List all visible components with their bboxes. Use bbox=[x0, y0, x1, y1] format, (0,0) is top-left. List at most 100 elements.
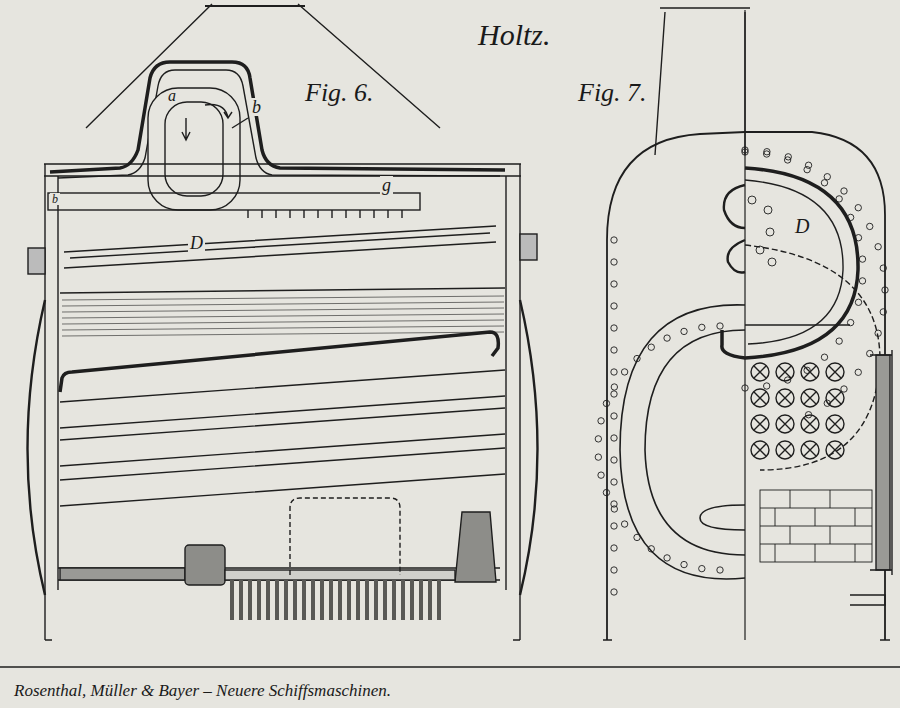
hole bbox=[768, 258, 776, 266]
tube-end bbox=[751, 441, 769, 459]
bottom-flange bbox=[603, 639, 890, 640]
rivet bbox=[648, 344, 654, 350]
part-letter: a bbox=[168, 88, 176, 104]
rivet bbox=[681, 328, 687, 334]
dome-plate bbox=[50, 62, 505, 172]
bolt bbox=[28, 248, 45, 274]
source-caption: Rosenthal, Müller & Bayer – Neuere Schif… bbox=[14, 682, 391, 699]
rivet bbox=[742, 147, 748, 153]
hole bbox=[756, 246, 764, 254]
dead-plate bbox=[225, 570, 455, 580]
part-letter: D bbox=[793, 216, 811, 236]
rivet bbox=[847, 319, 853, 325]
grate-bar bbox=[311, 580, 315, 620]
tube-end bbox=[776, 415, 794, 433]
rivet bbox=[634, 355, 640, 361]
rivet bbox=[875, 330, 881, 336]
leg bbox=[45, 639, 520, 640]
grate-bar bbox=[230, 580, 234, 620]
rivet bbox=[681, 561, 687, 567]
rivet bbox=[824, 400, 830, 406]
tube-end bbox=[801, 389, 819, 407]
loop-tube-inner bbox=[165, 102, 223, 196]
rivet bbox=[880, 265, 886, 271]
rivet bbox=[603, 400, 609, 406]
rivet bbox=[611, 435, 617, 441]
rivet-rows bbox=[595, 147, 888, 595]
loop-tube bbox=[148, 88, 240, 210]
rivet bbox=[805, 412, 811, 418]
rivet bbox=[867, 223, 873, 229]
rule bbox=[0, 666, 900, 668]
water-hatch bbox=[62, 296, 504, 336]
rivet bbox=[875, 244, 881, 250]
figure-label: Fig. 7. bbox=[578, 80, 647, 106]
figure-label: Fig. 6. bbox=[305, 80, 374, 106]
tube-end bbox=[801, 441, 819, 459]
rivet bbox=[611, 589, 617, 595]
tube-ends bbox=[751, 363, 844, 459]
rivet bbox=[763, 383, 769, 389]
grate-bar bbox=[437, 580, 441, 620]
rivet bbox=[664, 555, 670, 561]
grate-bar bbox=[248, 580, 252, 620]
rivet bbox=[804, 367, 810, 373]
figure-title: Holtz. bbox=[478, 20, 551, 50]
rivet bbox=[611, 567, 617, 573]
rivet bbox=[836, 196, 842, 202]
outer-arc bbox=[745, 245, 880, 470]
rivet bbox=[805, 162, 811, 168]
water-level bbox=[60, 288, 505, 293]
rivet bbox=[785, 154, 791, 160]
rivet bbox=[595, 436, 601, 442]
rivet bbox=[611, 237, 617, 243]
grate-bar bbox=[374, 580, 378, 620]
rivet bbox=[611, 545, 617, 551]
firebrick bbox=[185, 545, 225, 585]
rivet bbox=[611, 259, 617, 265]
water-level bbox=[745, 324, 850, 325]
grate bbox=[230, 580, 441, 620]
rivet bbox=[742, 385, 748, 391]
stay-curl bbox=[724, 185, 745, 273]
rivet bbox=[598, 472, 604, 478]
grate-bar bbox=[356, 580, 360, 620]
grate-bar bbox=[293, 580, 297, 620]
rivet bbox=[821, 180, 827, 186]
rivet bbox=[867, 350, 873, 356]
tube-end bbox=[826, 441, 844, 459]
rivet bbox=[648, 546, 654, 552]
rivet bbox=[804, 166, 810, 172]
flange bbox=[45, 164, 520, 640]
firebrick bbox=[455, 512, 496, 582]
hood bbox=[86, 4, 440, 128]
rivet bbox=[717, 567, 723, 573]
flue bbox=[60, 332, 498, 392]
rivet bbox=[855, 235, 861, 241]
rivet bbox=[717, 323, 723, 329]
rivet bbox=[598, 418, 604, 424]
rivet bbox=[821, 354, 827, 360]
grate-bar bbox=[347, 580, 351, 620]
grate-bar bbox=[383, 580, 387, 620]
grate-bar bbox=[275, 580, 279, 620]
furnace-plate bbox=[645, 330, 745, 555]
grate-bar bbox=[338, 580, 342, 620]
tube-end bbox=[826, 415, 844, 433]
grate-bar bbox=[320, 580, 324, 620]
rivet bbox=[611, 303, 617, 309]
grate-bar bbox=[257, 580, 261, 620]
part-letter: b bbox=[50, 193, 60, 205]
dome-inner bbox=[58, 70, 500, 178]
rivet bbox=[611, 479, 617, 485]
brickwork bbox=[760, 490, 872, 562]
steam-plate-inner bbox=[745, 180, 843, 344]
rivet bbox=[784, 377, 790, 383]
rivet bbox=[611, 325, 617, 331]
rivet bbox=[611, 281, 617, 287]
rivet bbox=[699, 324, 705, 330]
grate-bar bbox=[266, 580, 270, 620]
shell-bulge bbox=[28, 300, 46, 595]
tube-end bbox=[776, 441, 794, 459]
grate-bar bbox=[428, 580, 432, 620]
